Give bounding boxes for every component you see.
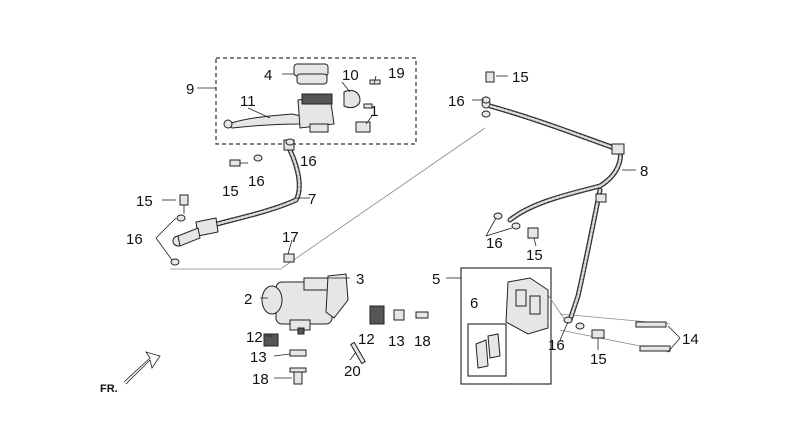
callout-16c: 16 bbox=[126, 231, 143, 248]
banjo-bolt-left bbox=[170, 194, 189, 266]
leader-lines bbox=[155, 73, 681, 379]
callout-16e: 16 bbox=[486, 235, 503, 252]
callout-11: 11 bbox=[240, 93, 256, 110]
callout-6: 6 bbox=[470, 295, 478, 312]
callout-5: 5 bbox=[432, 271, 440, 288]
callout-3: 3 bbox=[356, 271, 364, 288]
callout-2: 2 bbox=[244, 291, 252, 308]
callout-labels: 9 4 10 19 11 1 16 15 16 7 15 16 17 3 2 1… bbox=[126, 65, 699, 388]
bleeder-screw bbox=[283, 253, 295, 263]
callout-20: 20 bbox=[344, 363, 361, 380]
caliper-pins-left bbox=[263, 333, 307, 385]
callout-10: 10 bbox=[342, 67, 359, 84]
small-screws bbox=[355, 79, 381, 133]
brake-lever-master-cylinder bbox=[223, 93, 335, 133]
callout-16d: 16 bbox=[448, 93, 465, 110]
callout-12b: 12 bbox=[358, 331, 375, 348]
callout-15d: 15 bbox=[526, 247, 543, 264]
callout-15c: 15 bbox=[512, 69, 529, 86]
callout-16b: 16 bbox=[248, 173, 265, 190]
rear-brake-hose bbox=[481, 99, 625, 323]
callout-17: 17 bbox=[282, 229, 299, 246]
callout-15b: 15 bbox=[136, 193, 153, 210]
banjo-bolt-top-right bbox=[481, 71, 495, 118]
callout-12a: 12 bbox=[246, 329, 263, 346]
brake-pads bbox=[475, 333, 501, 369]
callout-16f: 16 bbox=[548, 337, 565, 354]
master-cylinder-group-box bbox=[215, 57, 417, 145]
callout-18b: 18 bbox=[414, 333, 431, 350]
caliper-pin-20 bbox=[350, 341, 366, 365]
rear-brake-caliper bbox=[505, 277, 549, 335]
caliper-bushings bbox=[369, 305, 429, 325]
callout-13a: 13 bbox=[250, 349, 267, 366]
callout-18a: 18 bbox=[252, 371, 269, 388]
callout-15a: 15 bbox=[222, 183, 239, 200]
reservoir-diaphragm bbox=[293, 63, 329, 85]
callout-7: 7 bbox=[308, 191, 316, 208]
callout-19: 19 bbox=[388, 65, 405, 82]
caliper-bolts-14 bbox=[635, 321, 671, 352]
callout-13b: 13 bbox=[388, 333, 405, 350]
mirror-clamp bbox=[343, 89, 361, 109]
brake-pad-group-box bbox=[467, 323, 507, 377]
front-brake-hose bbox=[172, 139, 302, 247]
front-direction-label: FR. bbox=[100, 383, 118, 395]
callout-4: 4 bbox=[264, 67, 272, 84]
callout-15e: 15 bbox=[590, 351, 607, 368]
front-direction-arrow bbox=[123, 351, 161, 385]
callout-14: 14 bbox=[682, 331, 699, 348]
callout-8: 8 bbox=[640, 163, 648, 180]
callout-16a: 16 bbox=[300, 153, 317, 170]
callout-9: 9 bbox=[186, 81, 194, 98]
caliper-group-box bbox=[460, 267, 552, 385]
front-brake-caliper bbox=[261, 273, 349, 335]
banjo-bolt-upper bbox=[229, 138, 295, 167]
callout-1: 1 bbox=[370, 103, 378, 120]
